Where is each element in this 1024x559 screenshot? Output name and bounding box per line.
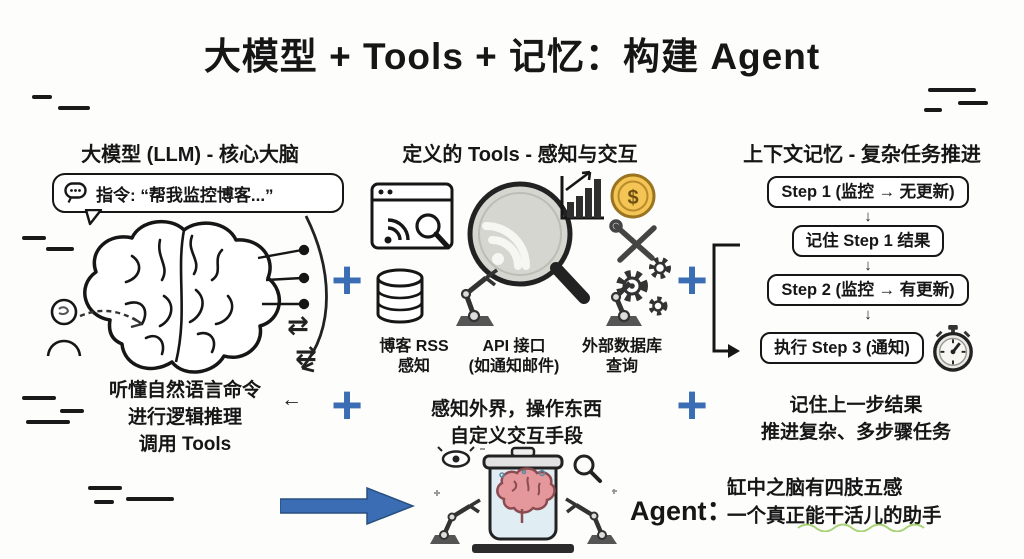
eye-icon: [437, 446, 475, 468]
agent-label: Agent：: [630, 496, 734, 526]
decor-dash: [22, 236, 46, 240]
back-arrow-icon: ←: [281, 388, 302, 411]
robot-arm-icon: [606, 281, 642, 326]
decor-dash: [22, 396, 56, 400]
tool-label-line: 感知: [397, 358, 430, 375]
llm-capability-line: 调用 Tools: [138, 434, 232, 455]
tool-label-line: (如通知邮件): [468, 358, 560, 375]
tools-summary: 感知外界，操作东西 自定义交互手段: [374, 396, 659, 450]
brain-in-jar-icon: [430, 446, 617, 553]
agent-description: 缸中之脑有四肢五感 一个真正能干活儿的助手: [727, 474, 942, 530]
memory-column-header: 上下文记忆 - 复杂任务推进: [743, 144, 981, 166]
plus-icon: +: [331, 250, 363, 310]
tool-label-line: 查询: [605, 358, 638, 375]
agent-description-line: 缸中之脑有四肢五感: [727, 477, 903, 499]
memory-summary-line: 推进复杂、多步骤任务: [760, 422, 951, 443]
flow-step-3: Step 2 (监控 → 有更新): [767, 274, 969, 306]
llm-column-header: 大模型 (LLM) - 核心大脑: [81, 144, 299, 166]
flow-curve-connector: [300, 215, 328, 373]
stopwatch-icon: [932, 325, 973, 372]
tool-label-database: 外部数据库 查询: [560, 337, 684, 377]
neuron-links-icon: [257, 244, 310, 310]
sparkle-decor: [434, 448, 617, 496]
decor-dash: [126, 497, 174, 501]
decor-dash: [924, 108, 942, 112]
tool-label-line: 博客 RSS: [379, 338, 449, 355]
llm-capability-line: 听懂自然语言命令: [108, 380, 261, 401]
chat-icon: [64, 182, 87, 203]
decor-dash: [958, 101, 988, 105]
flow-down-arrow-icon: ↓: [864, 208, 872, 225]
coin-icon: $: [610, 173, 656, 219]
agent-description-line: 一个真正能干活儿的助手: [727, 505, 942, 527]
plus-icon: +: [331, 375, 363, 435]
memory-flowchart: Step 1 (监控 → 无更新) ↓ 记住 Step 1 结果 ↓ Step …: [722, 176, 1014, 373]
decor-dash: [26, 420, 70, 424]
plus-icon: +: [676, 250, 708, 310]
tools-summary-line: 感知外界，操作东西: [430, 399, 602, 420]
flow-down-arrow-icon: ↓: [864, 306, 872, 323]
decor-dash: [58, 106, 90, 110]
decor-dash: [46, 247, 74, 251]
big-right-arrow-icon: [280, 486, 415, 526]
instruction-text: 指令: “帮我监控博客...”: [96, 185, 274, 205]
tool-label-rss: 博客 RSS 感知: [352, 337, 476, 377]
tool-label-line: API 接口: [482, 338, 546, 355]
tools-illustration: $: [370, 170, 671, 326]
tools-summary-line: 自定义交互手段: [449, 426, 583, 447]
instruction-bubble: 指令: “帮我监控博客...”: [52, 173, 344, 213]
llm-capability-line: 进行逻辑推理: [127, 407, 242, 428]
person-head-icon: [46, 298, 143, 357]
jar-left-arm-icon: [430, 498, 481, 544]
brain-icon: [83, 219, 310, 374]
llm-capabilities: 听懂自然语言命令 进行逻辑推理 调用 Tools: [35, 377, 335, 458]
wavy-underline-decor: [797, 523, 925, 532]
tool-label-line: 外部数据库: [581, 338, 662, 355]
decor-dash: [88, 486, 122, 490]
memory-summary-line: 记住上一步结果: [789, 395, 923, 416]
jar-right-arm-icon: [565, 497, 617, 544]
exchange-arrows-icon: ⇄: [295, 340, 317, 370]
dollar-glyph: $: [627, 187, 638, 209]
flow-step-1: Step 1 (监控 → 无更新): [767, 176, 969, 208]
wrench-icon: [609, 219, 657, 263]
flow-down-arrow-icon: ↓: [864, 257, 872, 274]
bar-chart-icon: [560, 170, 604, 220]
robot-arm-icon: [456, 268, 499, 326]
exchange-arrows-icon: ⇄: [287, 310, 309, 340]
tools-column-header: 定义的 Tools - 感知与交互: [402, 144, 638, 166]
plus-icon: +: [676, 375, 708, 435]
page-title: 大模型 + Tools + 记忆：构建 Agent: [203, 36, 821, 77]
memory-summary: 记住上一步结果 推进复杂、多步骤任务: [716, 392, 996, 446]
flow-step-2: 记住 Step 1 结果: [791, 225, 945, 257]
decor-dash: [928, 88, 976, 92]
browser-rss-icon: [370, 182, 454, 250]
decor-dash: [60, 409, 84, 413]
database-icon: [376, 268, 424, 324]
small-magnifier-icon: [573, 454, 602, 483]
bubble-tail: [84, 209, 103, 226]
flow-loop-connector: [712, 243, 740, 358]
tool-label-api: API 接口 (如通知邮件): [452, 337, 576, 377]
decor-dash: [32, 95, 52, 99]
magnifier-rss-icon: [467, 181, 590, 304]
decor-dash: [94, 500, 114, 504]
flow-step-4: 执行 Step 3 (通知): [760, 332, 924, 364]
